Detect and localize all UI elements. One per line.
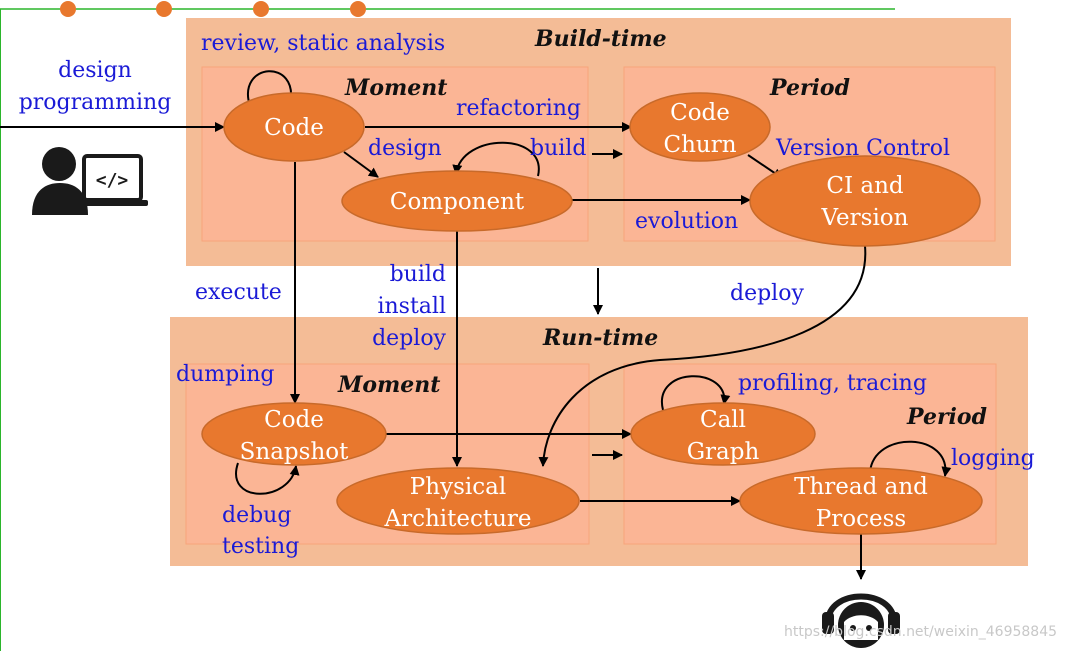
run-period-title: Period [906, 404, 987, 430]
label-design-edge: design [368, 136, 442, 161]
edge-callgraph-self-loop [660, 375, 731, 411]
node-code-snapshot-label: Code [264, 407, 324, 433]
label-programming: programming [19, 90, 172, 115]
node-code-label: Code [264, 115, 324, 141]
node-physical-architecture-label: Physical [410, 474, 506, 500]
node-thread-process: Thread and Process [739, 467, 983, 535]
run-moment-title: Moment [337, 372, 440, 398]
label-deploy-right: deploy [730, 281, 804, 306]
node-thread-process-label: Thread and [794, 474, 928, 500]
label-execute: execute [195, 280, 282, 305]
label-dumping: dumping [176, 362, 274, 387]
node-code: Code [223, 92, 365, 162]
node-thread-process-label: Process [816, 506, 906, 532]
label-install: install [377, 294, 446, 319]
label-build: build [390, 262, 446, 287]
edge-component-self-loop [452, 141, 540, 177]
node-ci-version-label: CI and [826, 173, 904, 199]
node-physical-architecture-label: Architecture [383, 506, 531, 532]
label-profiling-tracing: profiling, tracing [738, 371, 927, 396]
label-review-static-analysis: review, static analysis [201, 31, 445, 56]
edge-code-component [343, 151, 379, 178]
node-call-graph-label: Call [700, 407, 746, 433]
node-code-churn-label: Code [670, 100, 730, 126]
build-time-title: Build-time [534, 26, 667, 52]
developer-icon: </> [32, 147, 148, 215]
edge-thread-self-loop [869, 440, 952, 477]
node-code-churn: Code Churn [629, 92, 771, 162]
decor-dot [350, 1, 366, 17]
label-refactoring: refactoring [456, 96, 581, 121]
node-component-label: Component [390, 189, 525, 215]
decor-dot [253, 1, 269, 17]
label-build-edge: build [530, 136, 586, 161]
label-evolution: evolution [635, 209, 738, 234]
node-code-snapshot-label: Snapshot [240, 439, 349, 465]
label-design: design [58, 58, 132, 83]
label-logging: logging [951, 446, 1035, 471]
run-time-title: Run-time [542, 325, 658, 351]
watermark: https://blog.csdn.net/weixin_46958845 [784, 624, 1058, 640]
build-moment-title: Moment [344, 75, 447, 101]
label-debug: debug [222, 503, 291, 528]
node-ci-version-label: Version [821, 205, 909, 231]
node-code-snapshot: Code Snapshot [201, 402, 387, 466]
node-ci-version: CI and Version [749, 155, 981, 247]
node-physical-architecture: Physical Architecture [336, 467, 580, 535]
label-version-control: Version Control [775, 136, 950, 161]
edge-ci-physical-deploy [538, 245, 867, 467]
label-testing: testing [222, 534, 299, 559]
edge-snapshot-self-loop [235, 462, 300, 495]
node-code-churn-label: Churn [663, 132, 736, 158]
decor-dot [156, 1, 172, 17]
node-call-graph: Call Graph [630, 402, 816, 466]
edge-code-self-loop [247, 70, 297, 107]
decor-dot [60, 1, 76, 17]
user-headset-icon [822, 593, 900, 648]
node-call-graph-label: Graph [687, 439, 760, 465]
node-component: Component [341, 170, 573, 232]
svg-text:</>: </> [96, 170, 129, 191]
label-deploy-left: deploy [372, 326, 446, 351]
build-period-title: Period [769, 75, 850, 101]
